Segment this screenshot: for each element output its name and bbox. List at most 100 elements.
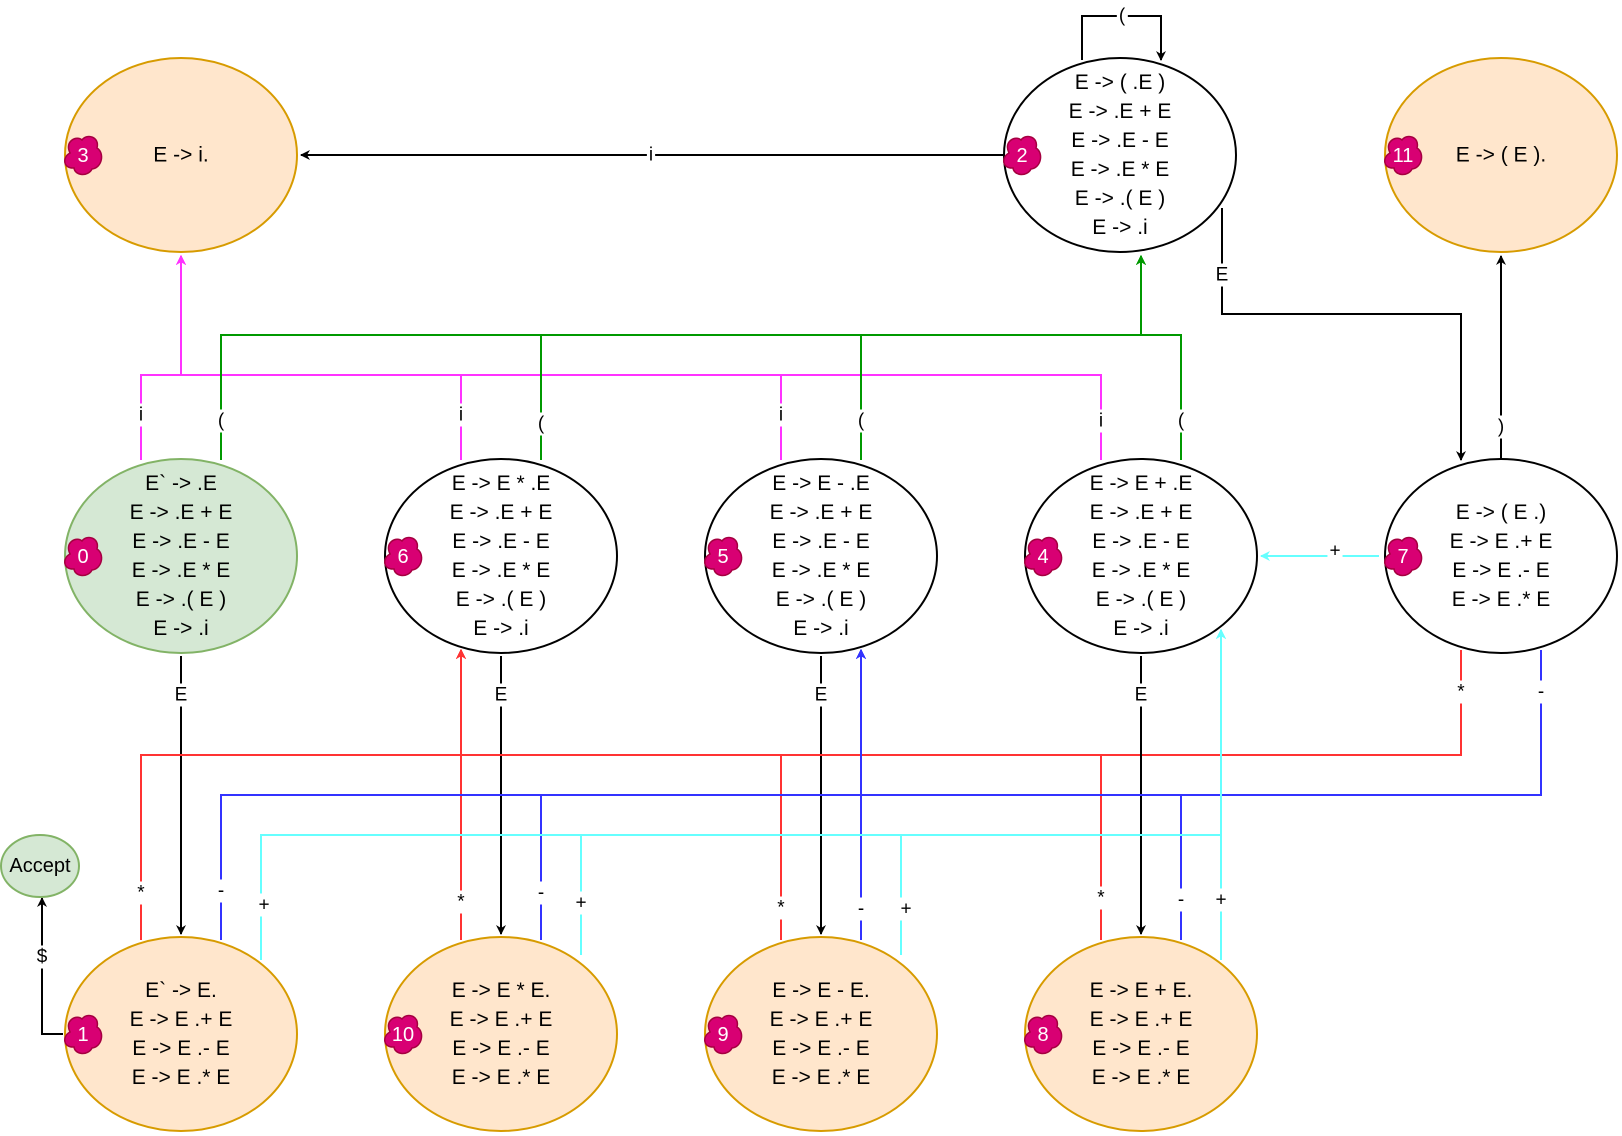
transition-label: (: [855, 409, 867, 433]
lr-item: E -> .E * E: [452, 559, 551, 582]
transition-label: +: [1327, 539, 1343, 563]
transition-label: i: [646, 143, 656, 167]
state-number: 7: [1397, 546, 1408, 568]
lr-item: E -> i.: [153, 144, 208, 167]
transition-symbol: (: [1178, 411, 1185, 432]
state-number-badge: 4: [1024, 536, 1063, 577]
state-number: 9: [717, 1024, 728, 1046]
lr-item: E -> E .+ E: [770, 1008, 873, 1031]
transition-symbol: *: [1097, 888, 1105, 909]
lr-item: E -> .i: [793, 617, 848, 640]
accept-label: Accept: [9, 855, 71, 877]
transition-label: E: [1132, 683, 1150, 707]
lr-item: E -> E * .E: [452, 472, 551, 495]
state-number-badge: 11: [1384, 135, 1423, 176]
lr-item: E -> .E - E: [1092, 530, 1189, 553]
state-0: E` -> .EE -> .E + EE -> .E - EE -> .E * …: [64, 458, 298, 654]
transition-symbol: +: [258, 895, 269, 916]
transition-symbol: *: [457, 892, 465, 913]
lr-item: E -> E .+ E: [130, 1008, 233, 1031]
lr-item: E` -> E.: [145, 979, 217, 1002]
transition-label: -: [535, 881, 547, 905]
transition-edge-7-to-5: [856, 649, 1542, 796]
transition-label: (: [215, 409, 227, 433]
lr-item: E -> .E + E: [450, 501, 553, 524]
transition-edge-0-to-2: [220, 255, 1146, 460]
transition-symbol: E: [815, 685, 828, 706]
state-ellipse: [1384, 57, 1618, 253]
lr-item: E -> .i: [1113, 617, 1168, 640]
transition-symbol: E: [1135, 685, 1148, 706]
transition-symbol: -: [1178, 890, 1184, 911]
transition-label: i: [1096, 409, 1106, 433]
state-number-badge: 2: [1003, 135, 1042, 176]
transition-symbol: E: [1216, 265, 1229, 286]
transition-label: E: [812, 683, 830, 707]
transition-label: *: [455, 890, 468, 914]
transition-symbol: -: [218, 881, 224, 902]
lr-item: E -> .E * E: [1071, 158, 1170, 181]
transition-symbol: (: [218, 411, 225, 432]
transition-label: +: [256, 893, 272, 917]
transition-label: +: [898, 897, 914, 921]
transition-symbol: +: [575, 893, 586, 914]
state-ellipse: [64, 57, 298, 253]
transition-symbol: E: [175, 685, 188, 706]
state-number: 3: [77, 145, 88, 167]
state-number-badge: 5: [704, 536, 743, 577]
lr-item: E -> E - E.: [772, 979, 869, 1002]
state-number: 0: [77, 546, 88, 568]
state-ellipse: [64, 936, 298, 1132]
lr-item: E -> E .* E: [132, 1066, 231, 1089]
lr-item: E -> E .* E: [452, 1066, 551, 1089]
lr-item: E -> E .+ E: [450, 1008, 553, 1031]
state-2: E -> ( .E )E -> .E + EE -> .E - EE -> .E…: [1003, 57, 1237, 253]
transition-label: i: [776, 403, 786, 427]
state-number: 8: [1037, 1024, 1048, 1046]
state-number-badge: 10: [384, 1014, 423, 1055]
state-number-badge: 1: [64, 1014, 103, 1055]
lr-item: E -> E + E.: [1090, 979, 1193, 1002]
state-10: E -> E * E.E -> E .+ EE -> E .- EE -> E …: [384, 936, 618, 1132]
lr-item: E -> .E + E: [1090, 501, 1193, 524]
state-number-badge: 9: [704, 1014, 743, 1055]
transition-symbol: (: [858, 411, 865, 432]
lr-item: E -> .E * E: [772, 559, 871, 582]
lr-item: E` -> .E: [145, 472, 217, 495]
state-ellipse: [384, 458, 618, 654]
lr-item: E -> E .* E: [1092, 1066, 1191, 1089]
state-number: 5: [717, 546, 728, 568]
transition-symbol: (: [1119, 6, 1126, 27]
transition-symbol: -: [1538, 682, 1544, 703]
transition-label: -: [1175, 888, 1187, 912]
state-ellipse: [1024, 458, 1258, 654]
lr-item: E -> .i: [1092, 216, 1147, 239]
transition-symbol: *: [1457, 682, 1465, 703]
transition-label: $: [34, 945, 50, 969]
transition-edge-4-to-2: [1136, 255, 1182, 460]
transition-symbol: -: [858, 899, 864, 920]
transition-symbol: i: [649, 145, 653, 166]
state-layer: E` -> .E E -> .E + E E -> .E - E E -> .E * …: [64, 57, 1618, 1132]
transition-label: -: [1535, 680, 1547, 704]
lr-item: E -> E .+ E: [1450, 530, 1553, 553]
transition-symbol: (: [538, 414, 545, 435]
transition-label: (: [535, 412, 547, 436]
lr-item: E -> ( .E ): [1075, 71, 1165, 94]
transition-label: *: [1095, 886, 1108, 910]
state-number: 4: [1037, 546, 1048, 568]
transition-label: +: [1213, 888, 1229, 912]
state-number-badge: 8: [1024, 1014, 1063, 1055]
transition-symbol: i: [779, 405, 783, 426]
state-number-badge: 6: [384, 536, 423, 577]
transition-symbol: -: [538, 883, 544, 904]
lr-item: E -> E .- E: [772, 1037, 869, 1060]
transition-edge-0-to-3: [140, 255, 186, 460]
state-ellipse: [1384, 458, 1618, 654]
accept-ellipse: [0, 834, 80, 898]
lr-item: E -> E + .E: [1090, 472, 1193, 495]
transition-symbol: *: [777, 898, 785, 919]
lr-item: E -> .( E ): [136, 588, 226, 611]
